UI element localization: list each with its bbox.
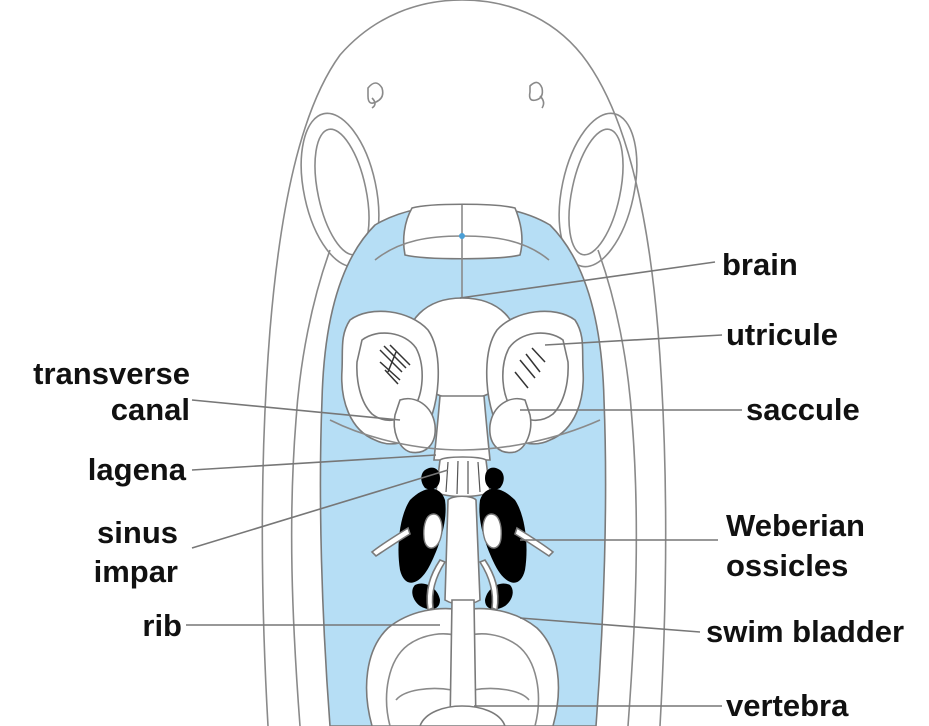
label-rib: rib	[142, 608, 182, 643]
label-saccule: saccule	[746, 392, 860, 427]
label-transverse: transverse	[33, 356, 190, 391]
label-ossicles: ossicles	[726, 548, 848, 583]
right-eye-inner	[559, 124, 633, 259]
label-vertebra: vertebra	[726, 688, 849, 723]
label-weberian: Weberian	[726, 508, 865, 543]
label-utricule: utricule	[726, 317, 838, 352]
label-impar: impar	[94, 554, 178, 589]
label-lagena: lagena	[88, 452, 187, 487]
weberian-ossicle-left-top	[421, 468, 440, 490]
ossicle-center-white-r	[483, 514, 501, 548]
label-canal: canal	[111, 392, 190, 427]
weberian-ossicle-right-top	[485, 468, 504, 490]
label-brain: brain	[722, 247, 798, 282]
right-nostril	[530, 82, 544, 108]
sinus-impar	[436, 457, 490, 497]
vertebral-column	[445, 496, 480, 604]
label-swim-bladder: swim bladder	[706, 614, 904, 649]
label-sinus: sinus	[97, 515, 178, 550]
skull-plate	[404, 204, 522, 259]
ossicle-center-white	[424, 514, 442, 548]
skull-node	[459, 233, 465, 239]
left-nostril	[368, 83, 383, 108]
